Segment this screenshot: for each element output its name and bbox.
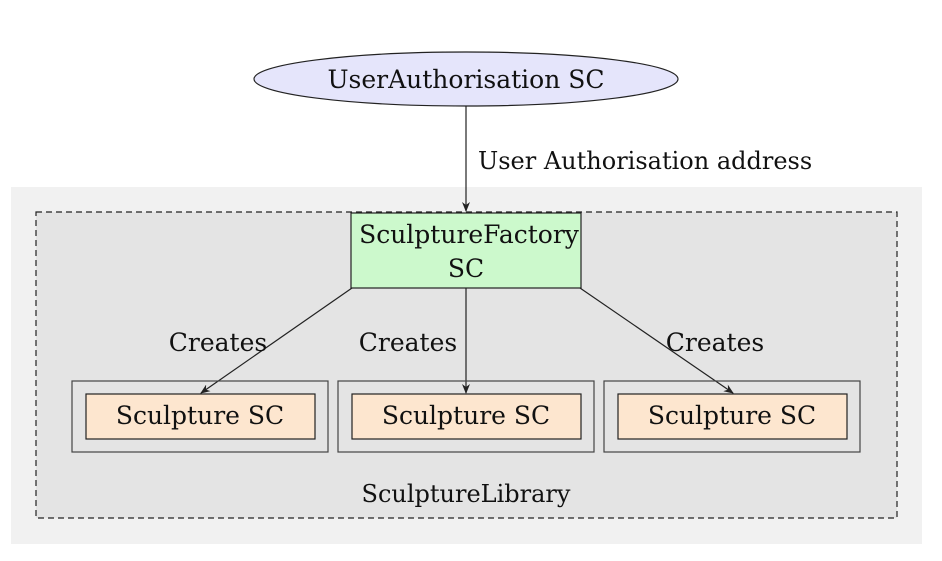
sculpture-node xyxy=(617,393,848,440)
creates-edge-right xyxy=(579,287,734,394)
sculpture-node xyxy=(85,393,316,440)
sculpture-library-label: SculptureLibrary xyxy=(362,480,571,508)
sculpture-factory-label-line2: SC xyxy=(448,254,484,283)
sculpture-label: Sculpture SC xyxy=(648,401,816,430)
creates-label-left: Creates xyxy=(169,328,267,357)
sculpture-factory-label-line1: SculptureFactory xyxy=(359,220,580,249)
sculpture-outer-frame xyxy=(71,380,329,453)
sculpture-label: Sculpture SC xyxy=(382,401,550,430)
sculpture-label: Sculpture SC xyxy=(116,401,284,430)
sculpture-node xyxy=(351,393,582,440)
sculpture-outer-frame xyxy=(603,380,861,453)
creates-edge-left xyxy=(200,287,353,394)
creates-label-middle: Creates xyxy=(359,328,457,357)
sculpture-factory-node xyxy=(350,212,582,289)
creates-label-right: Creates xyxy=(666,328,764,357)
auth-to-factory-edge-label: User Authorisation address xyxy=(478,147,812,175)
sculpture-outer-frame xyxy=(337,380,595,453)
user-authorisation-label: UserAuthorisation SC xyxy=(327,65,604,94)
